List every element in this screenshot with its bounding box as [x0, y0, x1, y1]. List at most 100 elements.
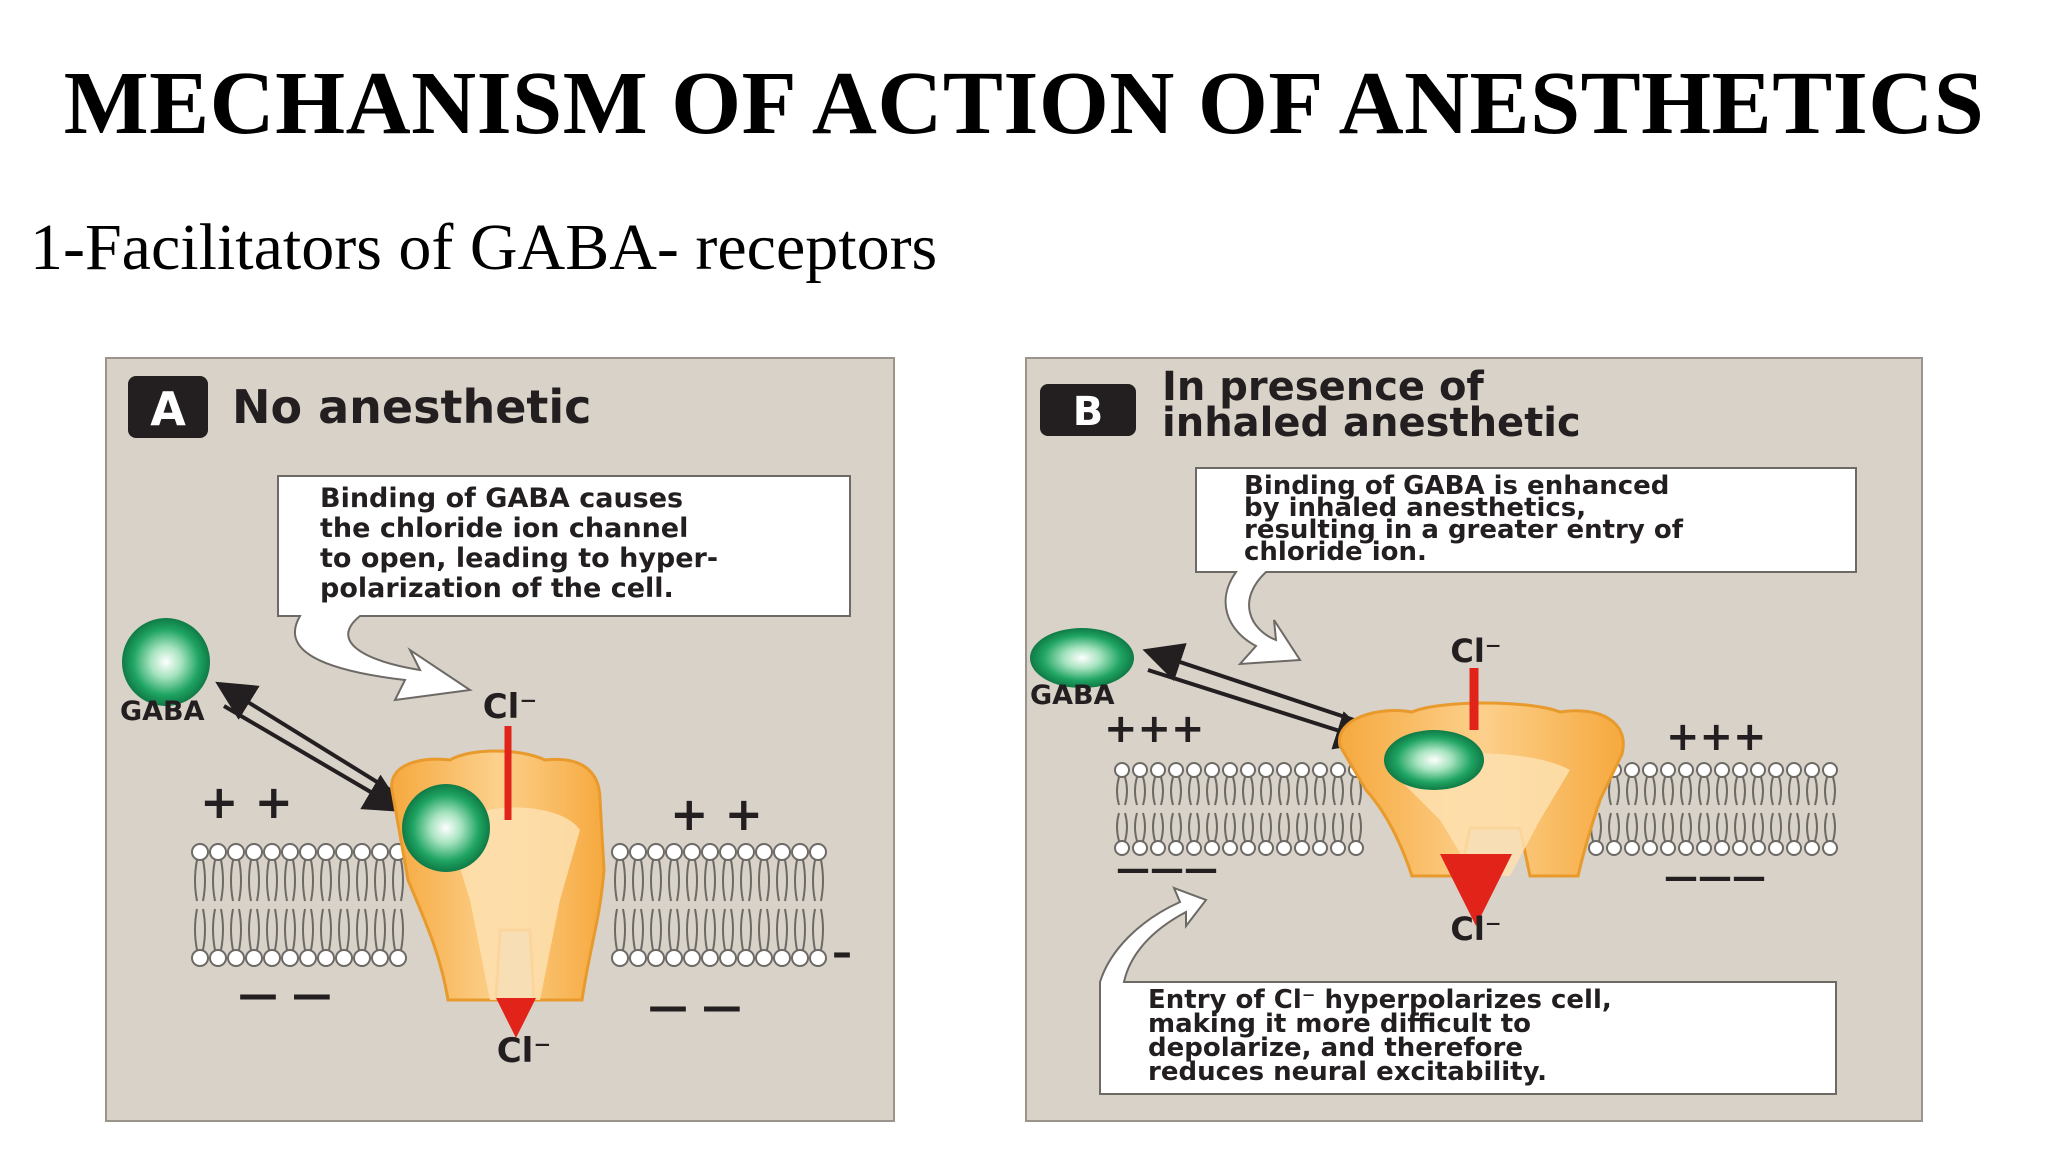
panel-a-gaba-molecule: [122, 618, 210, 706]
panel-b-charge-bottom-right: ———: [1664, 857, 1766, 897]
panel-b-cl-bottom-label: Cl⁻: [1450, 910, 1501, 948]
lipid-tail: [704, 859, 716, 902]
lipid-head: [719, 949, 737, 967]
panel-a-cl-bottom-label: Cl⁻: [497, 1031, 552, 1071]
lipid-head: [1186, 840, 1202, 856]
lipid-tail: [1242, 776, 1254, 806]
lipid-head: [1678, 762, 1694, 778]
lipid-head: [263, 949, 281, 967]
lipid-tail: [1188, 776, 1200, 806]
lipid-head: [191, 843, 209, 861]
lipid-head: [755, 949, 773, 967]
lipid-head: [263, 843, 281, 861]
lipid-tail: [392, 908, 404, 951]
lipid-head: [1750, 840, 1766, 856]
lipid-tail: [614, 908, 626, 951]
lipid-head: [629, 843, 647, 861]
lipid-tail: [1806, 812, 1818, 842]
lipid-head: [1660, 840, 1676, 856]
lipid-head: [227, 843, 245, 861]
lipid-head: [1732, 762, 1748, 778]
lipid-head: [1642, 840, 1658, 856]
lipid-head: [1624, 840, 1640, 856]
lipid-tail: [1698, 812, 1710, 842]
lipid-tail: [812, 908, 824, 951]
lipid-head: [647, 843, 665, 861]
panel-a-charge-edge-right: –: [832, 930, 852, 976]
lipid-head: [1222, 840, 1238, 856]
lipid-tail: [1662, 776, 1674, 806]
lipid-head: [1642, 762, 1658, 778]
lipid-tail: [1278, 776, 1290, 806]
lipid-head: [701, 843, 719, 861]
lipid-tail: [302, 859, 314, 902]
lipid-head: [1822, 762, 1838, 778]
lipid-tail: [1716, 776, 1728, 806]
lipid-tail: [1296, 812, 1308, 842]
lipid-tail: [1260, 776, 1272, 806]
lipid-tail: [1788, 776, 1800, 806]
lipid-tail: [1134, 812, 1146, 842]
lipid-tail: [740, 859, 752, 902]
lipid-head: [353, 949, 371, 967]
lipid-head: [611, 843, 629, 861]
lipid-tail: [758, 908, 770, 951]
lipid-tail: [1716, 812, 1728, 842]
lipid-head: [389, 949, 407, 967]
lipid-tail: [1188, 812, 1200, 842]
lipid-tail: [1170, 812, 1182, 842]
lipid-head: [1804, 762, 1820, 778]
lipid-tail: [1752, 776, 1764, 806]
lipid-head: [1168, 840, 1184, 856]
lipid-tail: [1296, 776, 1308, 806]
lipid-head: [1606, 840, 1622, 856]
lipid-head: [335, 949, 353, 967]
panel-a-lipid-bilayer-left: [191, 843, 407, 967]
lipid-tail: [1224, 776, 1236, 806]
lipid-tail: [794, 908, 806, 951]
lipid-tail: [1332, 812, 1344, 842]
panel-a-badge-label: A: [150, 382, 186, 436]
lipid-head: [1678, 840, 1694, 856]
panel-b-bound-gaba: [1384, 730, 1484, 790]
lipid-tail: [632, 859, 644, 902]
lipid-head: [1588, 840, 1604, 856]
lipid-tail: [1644, 776, 1656, 806]
lipid-head: [737, 843, 755, 861]
lipid-tail: [722, 908, 734, 951]
lipid-tail: [1314, 776, 1326, 806]
panel-b-badge: [1040, 384, 1136, 436]
lipid-tail: [1170, 776, 1182, 806]
lipid-head: [719, 843, 737, 861]
lipid-head: [1258, 840, 1274, 856]
panel-a-charge-top-right: + +: [670, 787, 763, 841]
panel-b-charge-top-right: +++: [1666, 714, 1767, 760]
lipid-head: [317, 949, 335, 967]
lipid-head: [611, 949, 629, 967]
lipid-tail: [248, 859, 260, 902]
lipid-tail: [194, 908, 206, 951]
lipid-head: [791, 843, 809, 861]
lipid-tail: [1788, 812, 1800, 842]
panel-a-cl-top-label: Cl⁻: [483, 687, 538, 727]
lipid-head: [1276, 762, 1292, 778]
lipid-tail: [320, 908, 332, 951]
panel-b-callout-bottom-box: [1099, 886, 1837, 1095]
lipid-tail: [266, 908, 278, 951]
lipid-tail: [794, 859, 806, 902]
lipid-tail: [758, 859, 770, 902]
panel-b-badge-label: B: [1073, 389, 1104, 435]
panel-b-cl-top-label: Cl⁻: [1450, 632, 1501, 670]
panel-b-charge-bottom-left: ———: [1116, 849, 1218, 889]
lipid-head: [191, 949, 209, 967]
panel-b-callout-top-box: [1195, 467, 1857, 666]
lipid-tail: [722, 859, 734, 902]
lipid-head: [371, 949, 389, 967]
lipid-tail: [1152, 812, 1164, 842]
lipid-head: [1768, 762, 1784, 778]
lipid-head: [353, 843, 371, 861]
lipid-head: [665, 843, 683, 861]
lipid-tail: [1152, 776, 1164, 806]
panel-a-callout-box: [277, 475, 851, 702]
lipid-tail: [1314, 812, 1326, 842]
